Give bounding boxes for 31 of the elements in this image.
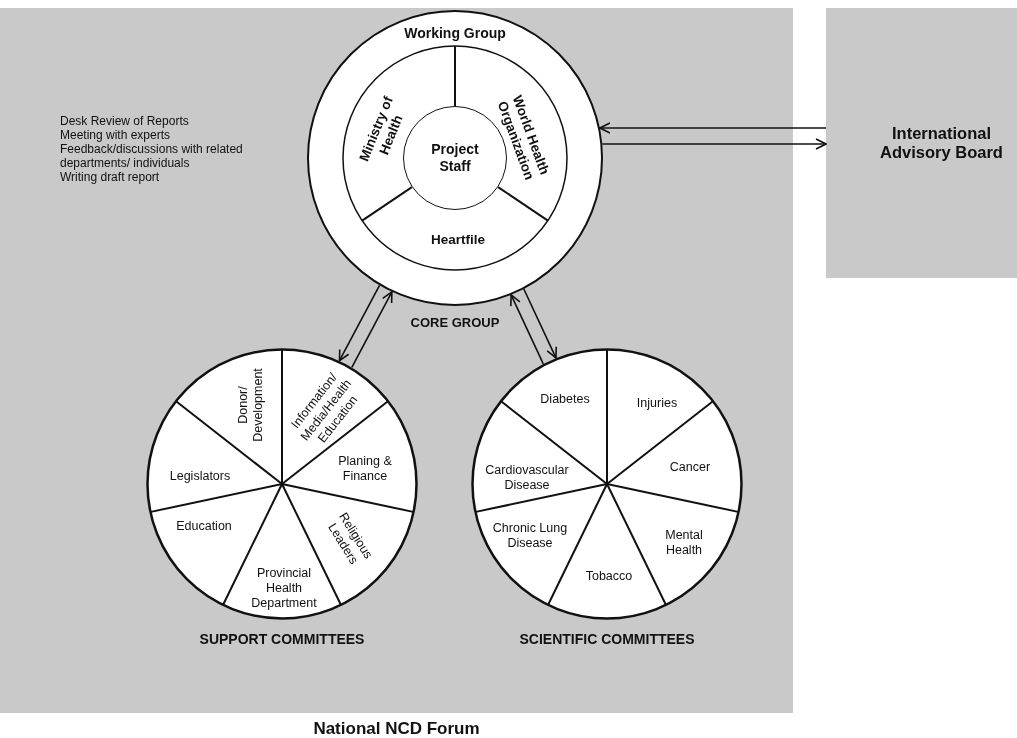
segment-label: Provincial Health Department [250,565,318,611]
group-caption: CORE GROUP [409,315,501,330]
arrow [510,294,545,365]
arrow [351,291,393,369]
segment-label: Diabetes [539,390,591,408]
segment-label: Legislators [168,467,232,485]
arrow [599,122,827,134]
note-text: Writing draft report [60,170,161,184]
segment-label: Education [175,517,233,535]
arrow [338,284,381,362]
arrow [523,288,558,359]
group-title: SUPPORT COMMITTEES [198,631,366,647]
note-text: Desk Review of Reports [60,114,190,128]
segment-label: Mental Health [664,527,704,559]
segment-label: Planing & Finance [337,453,393,485]
segment-label: Injuries [635,394,679,412]
forum-title: National NCD Forum [312,719,481,738]
note-text: Feedback/discussions with related departments/ individuals [60,142,244,170]
segment-label: Cancer [668,458,712,476]
circle-label: Project Staff [430,140,480,176]
segment-label: Chronic Lung Disease [491,520,569,552]
segment-label: Donor/ Development [235,367,266,444]
segment-label: Cardiovascular Disease [484,462,570,494]
ring-label: Working Group [403,25,507,41]
advisory-panel [826,8,1017,278]
note-text: Meeting with experts [60,128,172,142]
panel-label: International Advisory Board [879,124,1004,162]
segment-label: Heartfile [430,231,486,249]
segment-label: Tobacco [584,567,634,585]
group-title: SCIENTIFIC COMMITTEES [518,631,696,647]
arrow [601,138,827,150]
